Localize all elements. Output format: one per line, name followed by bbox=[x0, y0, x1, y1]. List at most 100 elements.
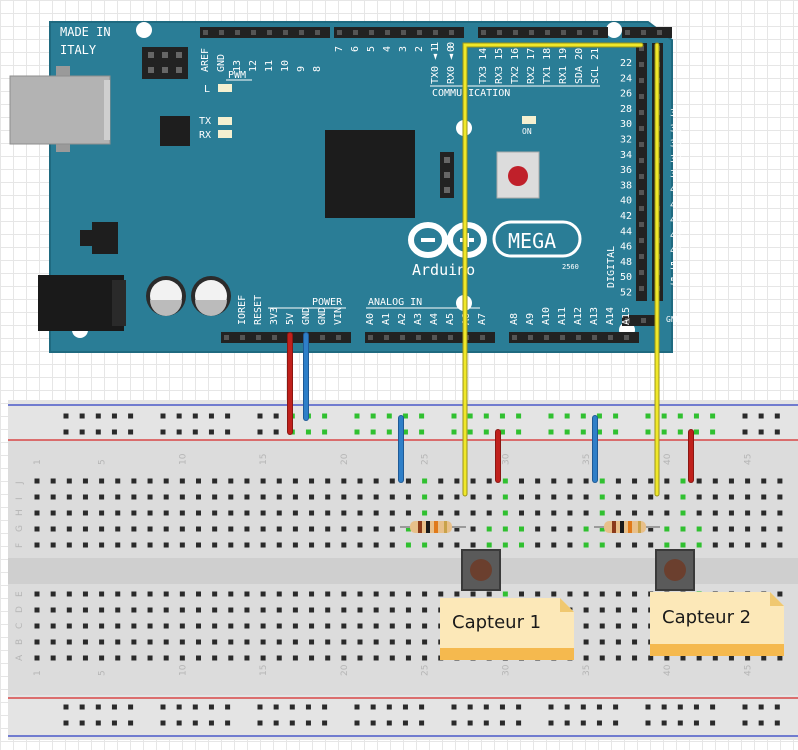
pin-label-digital: 51 bbox=[670, 261, 682, 272]
rail-hole bbox=[79, 429, 85, 435]
rail-hole bbox=[661, 704, 667, 710]
power-jack bbox=[38, 275, 126, 331]
reset-button[interactable] bbox=[496, 151, 540, 199]
rail-hole bbox=[63, 413, 69, 419]
header-pin bbox=[639, 238, 644, 243]
breadboard-hole bbox=[244, 494, 250, 500]
breadboard-hole bbox=[82, 526, 88, 532]
pin-label-power: VIN bbox=[333, 307, 344, 325]
breadboard-hole bbox=[599, 526, 605, 532]
breadboard-hole bbox=[228, 478, 234, 484]
pin-label-top: 7 bbox=[334, 46, 345, 52]
rail-hole bbox=[386, 704, 392, 710]
breadboard-hole bbox=[615, 494, 621, 500]
breadboard-hole bbox=[761, 494, 767, 500]
rail-hole bbox=[322, 720, 328, 726]
breadboard-hole bbox=[34, 542, 40, 548]
pin-label-power: GND bbox=[301, 307, 312, 325]
breadboard-hole bbox=[583, 542, 589, 548]
pin-label-top: 8 bbox=[312, 66, 323, 72]
breadboard-hole bbox=[438, 494, 444, 500]
breadboard-hole bbox=[648, 526, 654, 532]
rail-hole bbox=[273, 704, 279, 710]
breadboard-hole bbox=[325, 655, 331, 661]
breadboard-hole bbox=[535, 494, 541, 500]
pin-label-digital: 41 bbox=[670, 185, 682, 196]
rail-hole bbox=[580, 720, 586, 726]
rail-hole bbox=[386, 413, 392, 419]
breadboard-hole bbox=[389, 526, 395, 532]
header-pin bbox=[639, 286, 644, 291]
analog-in-label: ANALOG IN bbox=[368, 297, 422, 308]
header-pin bbox=[353, 30, 358, 35]
breadboard-hole bbox=[632, 510, 638, 516]
pin-label-digital: 52 bbox=[620, 288, 632, 299]
breadboard-hole bbox=[761, 655, 767, 661]
header-pwm-2 bbox=[334, 27, 464, 38]
rail-hole bbox=[225, 720, 231, 726]
header-pin bbox=[432, 335, 437, 340]
breadboard-hole bbox=[422, 510, 428, 516]
breadboard-hole bbox=[228, 639, 234, 645]
rail-hole bbox=[322, 413, 328, 419]
breadboard-hole bbox=[50, 494, 56, 500]
header-pin bbox=[449, 30, 454, 35]
header-pwm-1 bbox=[200, 27, 330, 38]
icsp-header bbox=[142, 47, 188, 79]
breadboard-hole bbox=[728, 478, 734, 484]
breadboard-hole bbox=[260, 510, 266, 516]
breadboard-hole bbox=[680, 510, 686, 516]
breadboard-hole bbox=[728, 542, 734, 548]
breadboard-hole bbox=[147, 623, 153, 629]
rail-hole bbox=[160, 429, 166, 435]
breadboard-hole bbox=[422, 655, 428, 661]
header-pin bbox=[561, 30, 566, 35]
breadboard-hole bbox=[341, 623, 347, 629]
rail-hole bbox=[516, 413, 522, 419]
rail-hole bbox=[548, 720, 554, 726]
breadboard-hole bbox=[82, 478, 88, 484]
column-number: 5 bbox=[98, 670, 108, 676]
breadboard-hole bbox=[115, 591, 121, 597]
breadboard-hole bbox=[228, 510, 234, 516]
pin-label-analog: A1 bbox=[381, 313, 392, 325]
breadboard-hole bbox=[34, 655, 40, 661]
column-number: 10 bbox=[178, 453, 188, 465]
breadboard-hole bbox=[50, 607, 56, 613]
breadboard-hole bbox=[664, 542, 670, 548]
breadboard-hole bbox=[309, 526, 315, 532]
rail-hole bbox=[742, 720, 748, 726]
breadboard-hole bbox=[196, 607, 201, 613]
rail-hole bbox=[693, 704, 699, 710]
rail-hole bbox=[661, 413, 667, 419]
breadboard-hole bbox=[761, 478, 767, 484]
rail-hole bbox=[322, 704, 328, 710]
pin-label-analog: A10 bbox=[541, 307, 552, 325]
breadboard-hole bbox=[648, 478, 654, 484]
breadboard-hole bbox=[599, 655, 605, 661]
breadboard-hole bbox=[276, 655, 282, 661]
breadboard-hole bbox=[761, 542, 767, 548]
breadboard-hole bbox=[389, 478, 395, 484]
breadboard-hole bbox=[583, 623, 589, 629]
push-button-2[interactable] bbox=[655, 549, 695, 591]
breadboard-hole bbox=[519, 494, 524, 500]
breadboard-hole bbox=[567, 542, 573, 548]
rail-hole bbox=[160, 720, 166, 726]
column-number: 25 bbox=[421, 665, 431, 676]
push-button-1[interactable] bbox=[461, 549, 501, 591]
breadboard-hole bbox=[50, 655, 56, 661]
breadboard-hole bbox=[535, 478, 541, 484]
pin-label-digital: 32 bbox=[620, 135, 632, 146]
rail-hole bbox=[596, 720, 602, 726]
breadboard-hole bbox=[115, 639, 121, 645]
rail-hole bbox=[95, 704, 101, 710]
header-pin bbox=[576, 335, 581, 340]
breadboard-hole bbox=[583, 510, 589, 516]
rail-hole bbox=[386, 720, 392, 726]
rail-hole bbox=[499, 720, 505, 726]
rail-hole bbox=[419, 429, 425, 435]
breadboard-hole bbox=[664, 494, 670, 500]
breadboard-hole bbox=[244, 655, 250, 661]
